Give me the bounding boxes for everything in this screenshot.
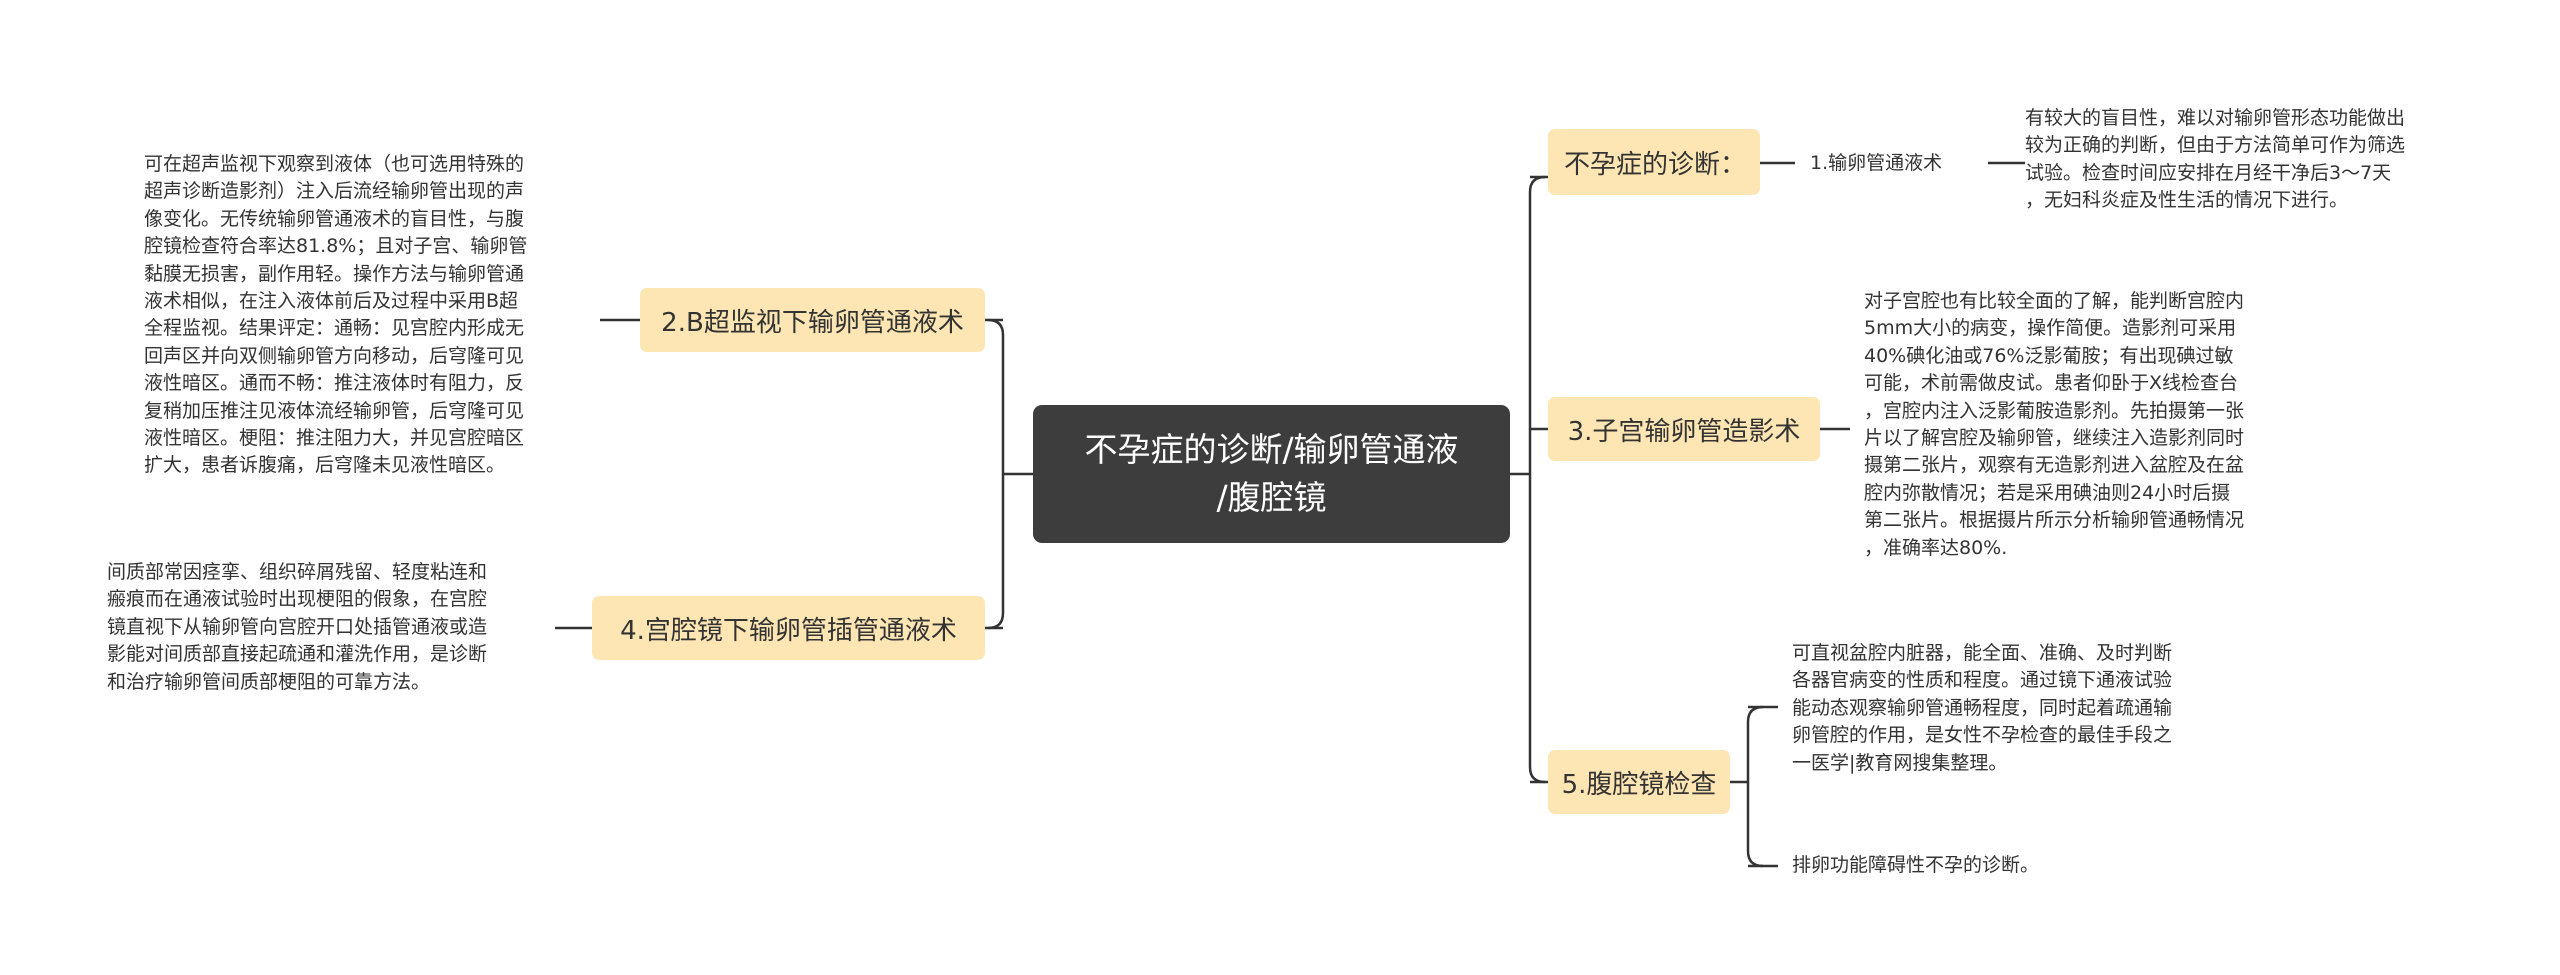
leaf-line: 片以了解宫腔及输卵管，继续注入造影剂同时: [1864, 427, 2245, 450]
leaf-line: 摄第二张片，观察有无造影剂进入盆腔及在盆: [1864, 454, 2245, 477]
leaf-line: 液术相似，在注入液体前后及过程中采用B超: [144, 290, 519, 313]
leaf-hydrotubation-note: 有较大的盲目性，难以对输卵管形态功能做出 较为正确的判断，但由于方法简单可作为筛…: [2025, 105, 2405, 215]
leaf-laparoscopy-note: 可直视盆腔内脏器，能全面、准确、及时判断 各器官病变的性质和程度。通过镜下通液试…: [1792, 640, 2172, 777]
leaf-line: 液性暗区。梗阻：推注阻力大，并见宫腔暗区: [144, 427, 525, 450]
branch-hysteroscopic-tubal-cannulation[interactable]: 4.宫腔镜下输卵管插管通液术: [592, 596, 985, 660]
sub-topic-hydrotubation[interactable]: 1.输卵管通液术: [1810, 152, 1943, 174]
central-topic-line2: /腹腔镜: [1216, 478, 1327, 517]
leaf-line: 一医学|教育网搜集整理。: [1792, 751, 2008, 774]
leaf-line: 间质部常因痉挛、组织碎屑残留、轻度粘连和: [107, 561, 488, 583]
leaf-line: 5mm大小的病变，操作简便。造影剂可采用: [1864, 317, 2237, 340]
leaf-line: 可能，术前需做皮试。患者仰卧于X线检查台: [1864, 372, 2239, 395]
leaf-line: 镜直视下从输卵管向宫腔开口处插管通液或造: [107, 615, 488, 638]
leaf-line: 全程监视。结果评定：通畅：见宫腔内形成无: [144, 317, 525, 340]
leaf-line: 可直视盆腔内脏器，能全面、准确、及时判断: [1792, 642, 2173, 664]
leaf-line: 可在超声监视下观察到液体（也可选用特殊的: [144, 153, 525, 175]
leaf-line: ，宫腔内注入泛影葡胺造影剂。先拍摄第一张: [1864, 399, 2245, 422]
leaf-line: ，准确率达80%.: [1864, 536, 2008, 559]
leaf-line: 和治疗输卵管间质部梗阻的可靠方法。: [107, 670, 431, 693]
leaf-line: 腔镜检查符合率达81.8%；且对子宫、输卵管: [144, 235, 528, 258]
connector-left-trunk: [987, 318, 1005, 630]
leaf-line: 对子宫腔也有比较全面的了解，能判断宫腔内: [1864, 290, 2245, 312]
leaf-line: 黏膜无损害，副作用轻。操作方法与输卵管通: [144, 262, 525, 285]
central-topic-line1: 不孕症的诊断/输卵管通液: [1084, 430, 1459, 469]
leaf-line: 液性暗区。通而不畅：推注液体时有阻力，反: [144, 372, 525, 395]
leaf-line: 复稍加压推注见液体流经输卵管，后穹隆可见: [144, 399, 525, 422]
leaf-ovulation-dysfunction-note: 排卵功能障碍性不孕的诊断。: [1792, 852, 2039, 879]
leaf-line: 较为正确的判断，但由于方法简单可作为筛选: [2025, 134, 2406, 157]
leaf-hysteroscopy-note: 间质部常因痉挛、组织碎屑残留、轻度粘连和 瘢痕而在通液试验时出现梗阻的假象，在宫…: [107, 559, 487, 696]
leaf-hysterosalpingography-note: 对子宫腔也有比较全面的了解，能判断宫腔内 5mm大小的病变，操作简便。造影剂可采…: [1864, 288, 2244, 562]
connector-right-trunk: [1528, 175, 1546, 784]
branch-hysterosalpingography[interactable]: 3.子宫输卵管造影术: [1548, 397, 1820, 461]
branch-laparoscopy[interactable]: 5.腹腔镜检查: [1548, 750, 1730, 814]
leaf-line: ，无妇科炎症及性生活的情况下进行。: [2025, 189, 2349, 212]
leaf-line: 超声诊断造影剂）注入后流经输卵管出现的声: [144, 180, 525, 203]
leaf-line: 能动态观察输卵管通畅程度，同时起着疏通输: [1792, 696, 2173, 719]
leaf-line: 瘢痕而在通液试验时出现梗阻的假象，在宫腔: [107, 588, 488, 611]
leaf-line: 第二张片。根据摄片所示分析输卵管通畅情况: [1864, 509, 2245, 532]
leaf-line: 影能对间质部直接起疏通和灌洗作用，是诊断: [107, 643, 488, 666]
connector-b5-trunk: [1746, 705, 1764, 868]
leaf-b-ultrasound-note: 可在超声监视下观察到液体（也可选用特殊的 超声诊断造影剂）注入后流经输卵管出现的…: [144, 151, 527, 480]
leaf-line: 像变化。无传统输卵管通液术的盲目性，与腹: [144, 207, 525, 230]
branch-infertility-diagnosis[interactable]: 不孕症的诊断：: [1548, 129, 1760, 195]
leaf-line: 各器官病变的性质和程度。通过镜下通液试验: [1792, 669, 2173, 692]
leaf-line: 试验。检查时间应安排在月经干净后3～7天: [2025, 161, 2392, 184]
central-topic[interactable]: 不孕症的诊断/输卵管通液 /腹腔镜: [1033, 405, 1510, 543]
leaf-line: 腔内弥散情况；若是采用碘油则24小时后摄: [1864, 481, 2231, 504]
branch-b-ultrasound-hydrotubation[interactable]: 2.B超监视下输卵管通液术: [640, 288, 985, 352]
leaf-line: 扩大，患者诉腹痛，后穹隆未见液性暗区。: [144, 454, 506, 477]
leaf-line: 有较大的盲目性，难以对输卵管形态功能做出: [2025, 107, 2406, 129]
leaf-line: 卵管腔的作用，是女性不孕检查的最佳手段之: [1792, 724, 2173, 747]
leaf-line: 排卵功能障碍性不孕的诊断。: [1792, 854, 2040, 876]
leaf-line: 40%碘化油或76%泛影葡胺；有出现碘过敏: [1864, 344, 2234, 367]
leaf-line: 回声区并向双侧输卵管方向移动，后穹隆可见: [144, 344, 525, 367]
